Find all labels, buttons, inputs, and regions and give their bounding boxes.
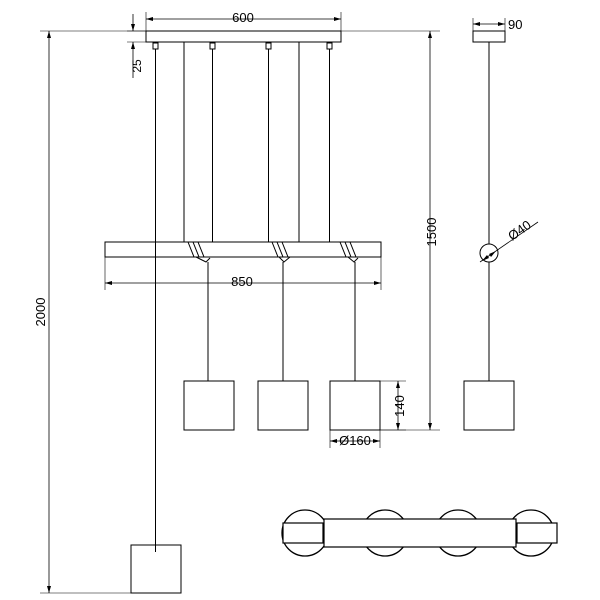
- bar-clamp-right: [339, 241, 359, 263]
- side-view: [463, 30, 515, 431]
- side-joint: [479, 243, 499, 263]
- dim-600-label: 600: [232, 10, 254, 25]
- light-bar: [104, 241, 382, 263]
- dim-140: 140: [380, 380, 407, 431]
- pendant-cords: [207, 262, 356, 381]
- dim-850: 850: [104, 257, 382, 290]
- top-bar: [323, 518, 517, 548]
- top-canopy-left: [282, 522, 324, 544]
- dim-25-label: 25: [130, 59, 144, 73]
- shade-long-drop: [130, 544, 182, 594]
- shade-2: [257, 380, 309, 431]
- bar-clamp-left: [187, 241, 211, 263]
- dim-160: Ø160: [329, 430, 381, 448]
- bar-clamp-middle: [271, 241, 291, 263]
- dim-160-label: Ø160: [339, 433, 371, 448]
- dim-2000: 2000: [33, 30, 146, 594]
- dim-600: 600: [145, 10, 342, 31]
- dim-140-label: 140: [392, 395, 407, 417]
- dim-1500-label: 1500: [424, 218, 439, 247]
- shade-1: [183, 380, 235, 431]
- dim-90: 90: [472, 17, 522, 32]
- dimensions: 600 25 2000 1500: [33, 10, 539, 594]
- canopy: [145, 30, 342, 50]
- dim-850-label: 850: [231, 274, 253, 289]
- top-canopy-right: [516, 522, 558, 544]
- front-view: [104, 30, 382, 594]
- shade-3: [329, 380, 381, 431]
- suspension-cables: [155, 42, 330, 552]
- dim-1500: 1500: [341, 30, 440, 431]
- side-canopy: [472, 30, 506, 43]
- dim-2000-label: 2000: [33, 298, 48, 327]
- side-shade: [463, 380, 515, 431]
- dim-40-label: Ø40: [505, 217, 534, 243]
- dim-90-label: 90: [508, 17, 522, 32]
- dim-25: 25: [127, 14, 146, 78]
- top-view: [281, 509, 558, 557]
